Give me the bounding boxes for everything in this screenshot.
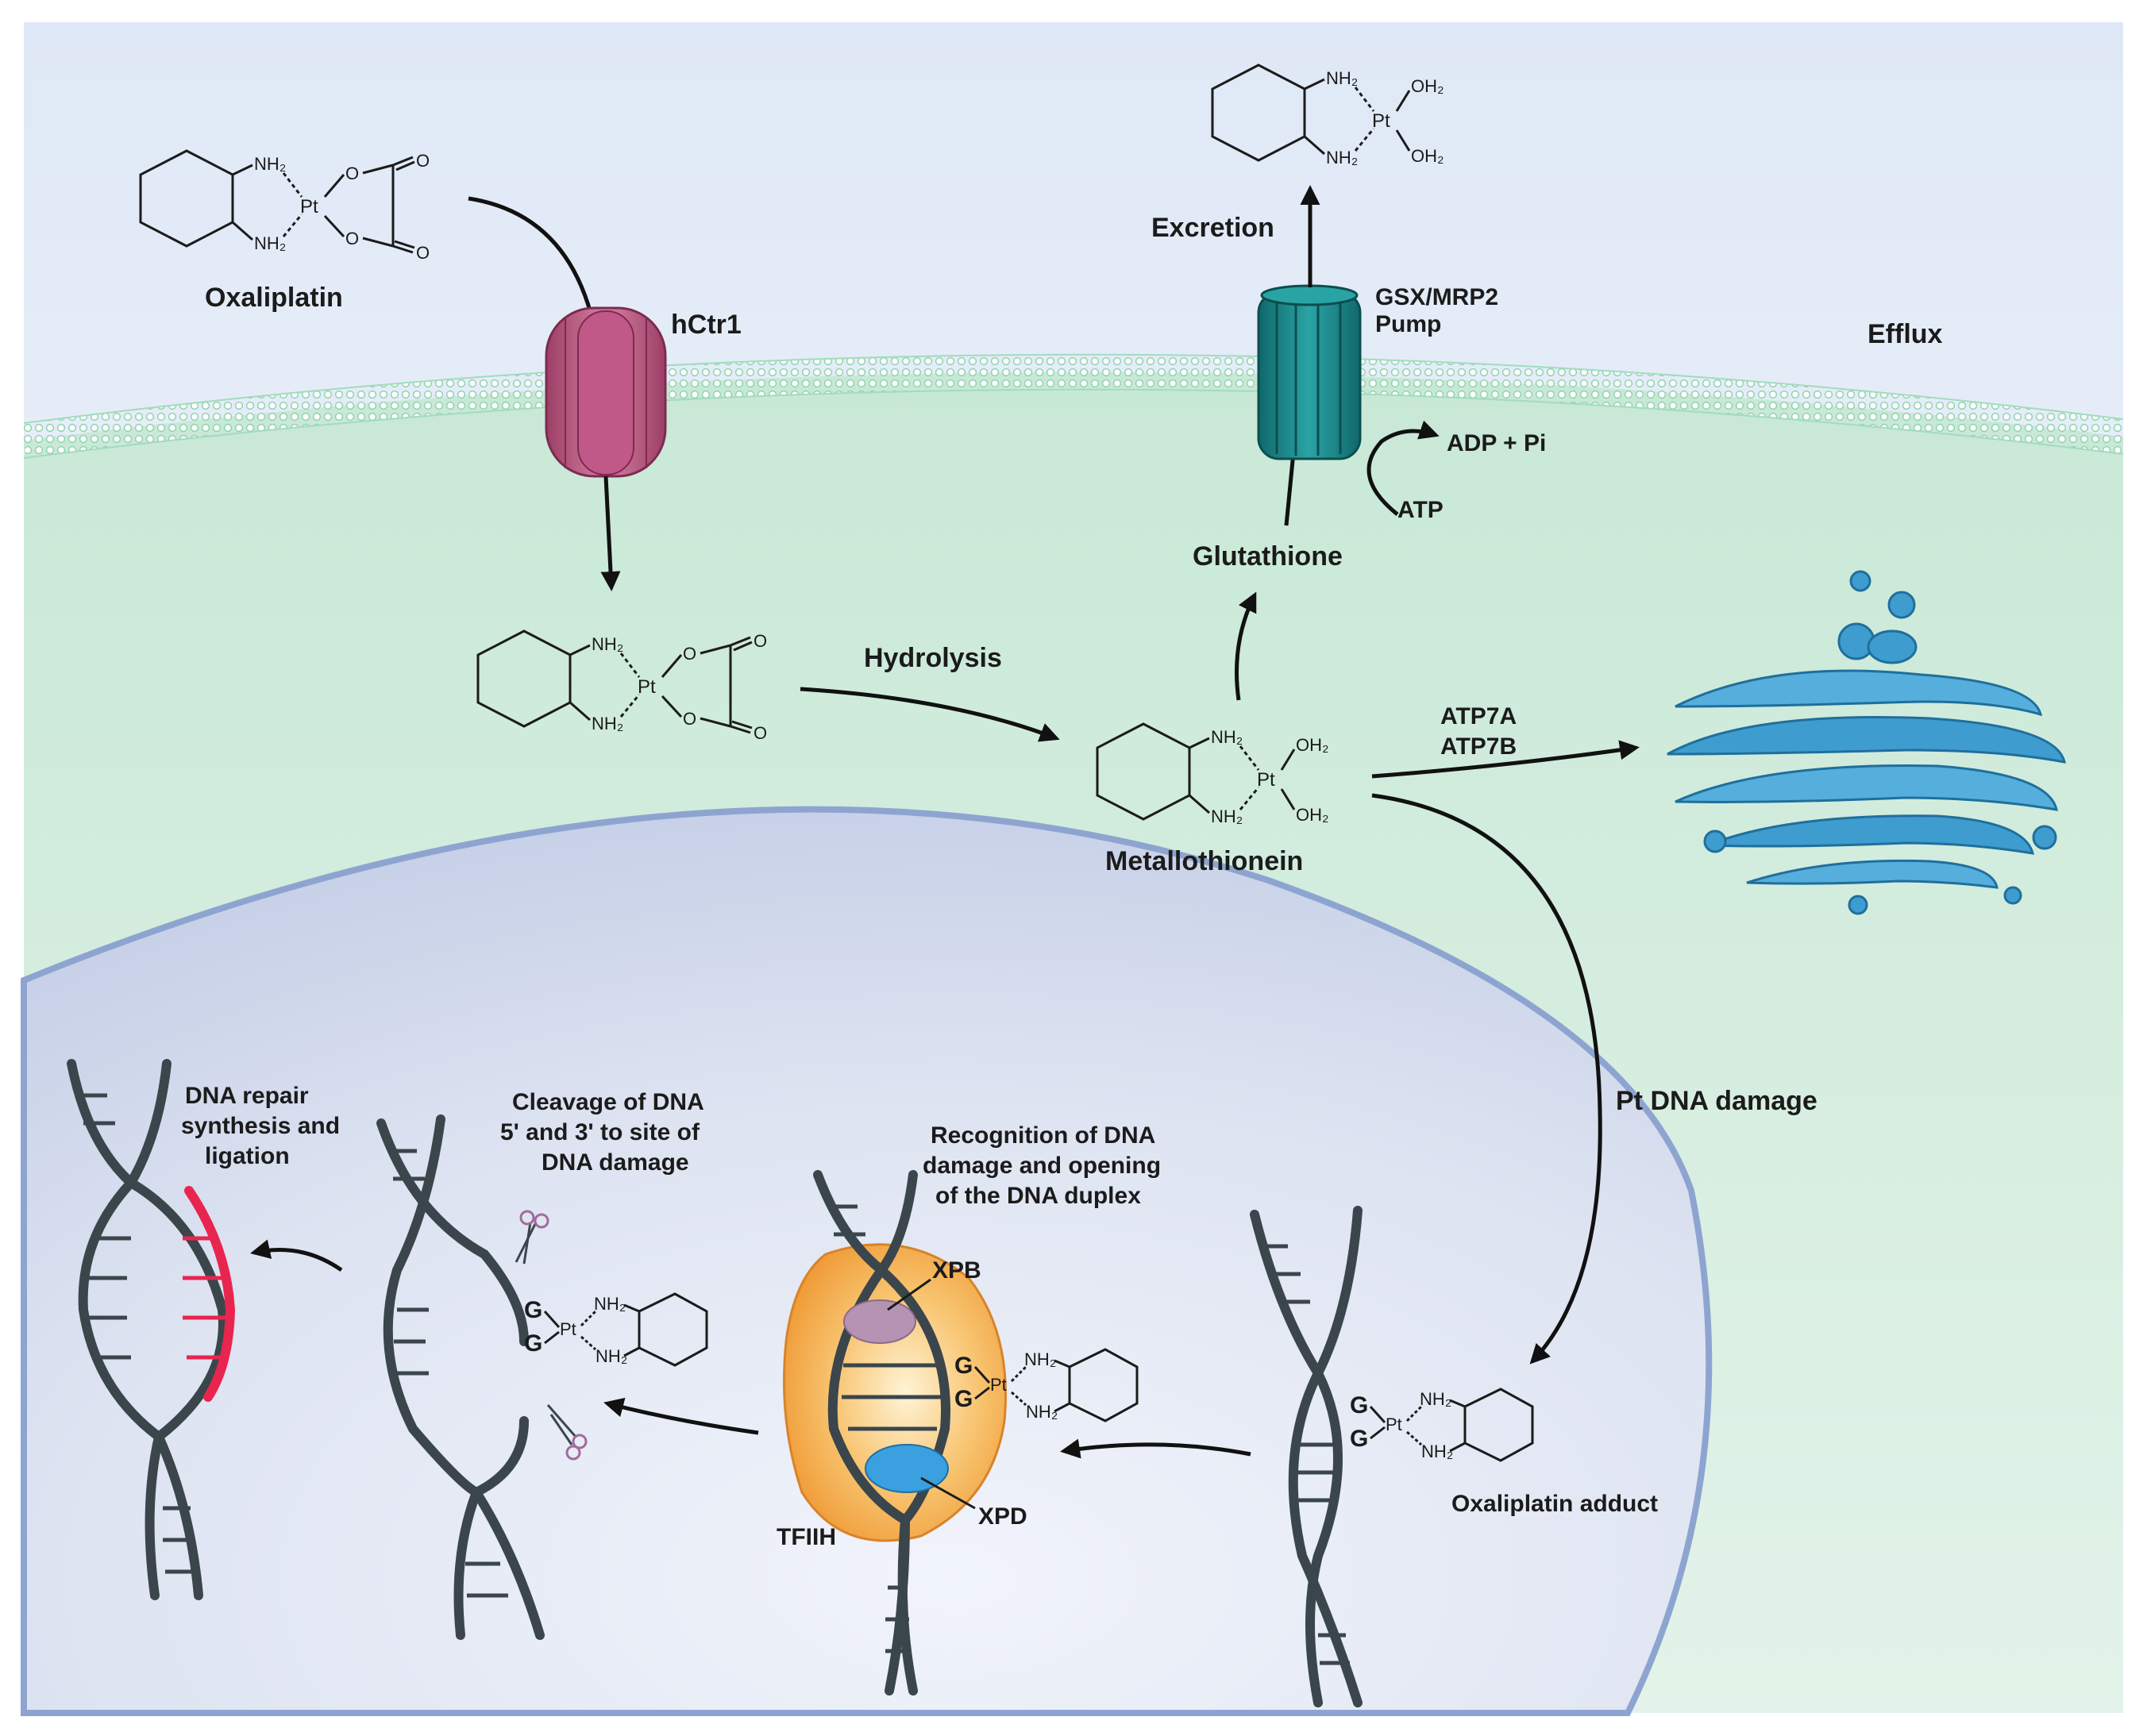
arrow-to-glutathione <box>1235 591 1257 701</box>
adduct-dna-helix <box>1250 1206 1363 1707</box>
arrow-to-cleavage <box>603 1397 759 1435</box>
svg-text:OH₂: OH₂ <box>1411 76 1444 96</box>
svg-text:Pt: Pt <box>1257 769 1275 791</box>
svg-text:Pt: Pt <box>990 1375 1007 1395</box>
repaired-dna-helix <box>67 1059 228 1600</box>
svg-text:NH₂: NH₂ <box>1024 1349 1056 1369</box>
label-cleavage-line1: Cleavage of DNA <box>512 1089 704 1115</box>
cell-membrane <box>21 354 2126 458</box>
label-repair-line2: synthesis and <box>181 1113 340 1139</box>
scissors-icon <box>546 1404 588 1461</box>
svg-text:Pt: Pt <box>1372 110 1390 132</box>
label-efflux: Efflux <box>1868 319 1943 349</box>
svg-text:O: O <box>345 164 359 183</box>
label-xpd: XPD <box>978 1503 1027 1530</box>
excreted-platinum-molecule: NH₂ NH₂ Pt OH₂ OH₂ <box>1211 64 1444 167</box>
label-atp7a: ATP7A <box>1440 703 1517 729</box>
svg-text:NH₂: NH₂ <box>596 1346 627 1366</box>
label-cleavage-line2: 5' and 3' to site of <box>500 1119 700 1145</box>
label-cleavage-line3: DNA damage <box>542 1149 689 1176</box>
label-excretion: Excretion <box>1151 213 1274 243</box>
arrow-to-hctr1 <box>468 196 598 334</box>
scissors-icon <box>515 1210 549 1264</box>
label-metallothionein: Metallothionein <box>1105 846 1303 876</box>
svg-text:NH₂: NH₂ <box>254 233 286 253</box>
arrow-pt-dna-damage <box>1371 793 1602 1365</box>
arrow-to-recognition <box>1060 1438 1251 1459</box>
tfiih-complex <box>783 1243 1008 1542</box>
svg-text:NH₂: NH₂ <box>1211 806 1243 826</box>
svg-text:NH₂: NH₂ <box>1326 148 1358 167</box>
label-hctr1: hCtr1 <box>671 310 742 340</box>
gsx-mrp2-pump <box>1257 284 1362 460</box>
svg-text:G: G <box>954 1353 973 1379</box>
aquated-platinum-molecule: NH₂ NH₂ Pt OH₂ OH₂ <box>1096 722 1329 826</box>
label-adp-pi: ADP + Pi <box>1447 430 1546 456</box>
adduct-platinum-complex: G G Pt NH₂ NH₂ <box>1350 1388 1534 1462</box>
recognition-dna-helix <box>813 1170 950 1696</box>
svg-text:OH₂: OH₂ <box>1411 146 1444 166</box>
svg-text:NH₂: NH₂ <box>254 154 286 174</box>
arrow-hctr1-down <box>600 475 621 591</box>
cleavage-platinum-complex: G G Pt NH₂ NH₂ <box>524 1292 708 1367</box>
svg-text:O: O <box>683 709 696 729</box>
svg-text:G: G <box>524 1330 542 1357</box>
svg-text:O: O <box>345 229 359 248</box>
label-atp: ATP <box>1397 497 1444 523</box>
svg-text:G: G <box>1350 1426 1368 1452</box>
svg-text:Pt: Pt <box>638 676 656 698</box>
cleavage-dna-helix <box>376 1114 545 1640</box>
svg-text:NH₂: NH₂ <box>594 1294 626 1314</box>
svg-text:G: G <box>524 1297 542 1323</box>
label-glutathione: Glutathione <box>1193 541 1343 572</box>
svg-text:NH₂: NH₂ <box>1211 727 1243 747</box>
svg-text:Pt: Pt <box>300 196 318 217</box>
label-recognition-line1: Recognition of DNA <box>931 1122 1155 1149</box>
label-pt-dna-damage: Pt DNA damage <box>1616 1086 1817 1116</box>
arrow-to-golgi <box>1371 740 1640 779</box>
svg-text:NH₂: NH₂ <box>1026 1402 1058 1422</box>
label-tfiih: TFIIH <box>777 1524 836 1550</box>
intracellular-oxaliplatin-molecule: NH₂ NH₂ Pt O O O O <box>476 629 767 743</box>
label-atp7b: ATP7B <box>1440 733 1517 760</box>
svg-text:NH₂: NH₂ <box>1421 1442 1453 1461</box>
label-xpb: XPB <box>932 1257 981 1284</box>
label-pump-line1: GSX/MRP2 <box>1375 284 1498 310</box>
hctr1-transporter <box>545 306 667 478</box>
xpb-protein <box>843 1299 916 1344</box>
arrow-atp-to-adp <box>1366 420 1440 516</box>
svg-text:O: O <box>754 631 767 651</box>
label-repair-line3: ligation <box>205 1143 290 1169</box>
xpb-pointer <box>887 1278 931 1311</box>
svg-text:O: O <box>754 723 767 743</box>
label-recognition-line2: damage and opening <box>923 1153 1161 1179</box>
svg-text:NH₂: NH₂ <box>592 714 623 733</box>
recognition-platinum-complex: G G Pt NH₂ NH₂ <box>954 1348 1139 1422</box>
label-pump-line2: Pump <box>1375 311 1441 337</box>
svg-text:O: O <box>683 644 696 664</box>
label-hydrolysis: Hydrolysis <box>864 643 1002 673</box>
svg-text:OH₂: OH₂ <box>1296 805 1329 825</box>
svg-text:O: O <box>416 243 430 263</box>
svg-text:Pt: Pt <box>1386 1415 1402 1434</box>
label-oxaliplatin-adduct: Oxaliplatin adduct <box>1451 1491 1658 1517</box>
svg-text:NH₂: NH₂ <box>592 634 623 654</box>
svg-text:G: G <box>954 1386 973 1412</box>
arrow-to-repair <box>250 1239 343 1272</box>
xpd-pointer <box>920 1476 976 1510</box>
svg-text:NH₂: NH₂ <box>1326 68 1358 88</box>
label-oxaliplatin: Oxaliplatin <box>205 283 343 313</box>
repaired-dna-segment <box>183 1186 236 1402</box>
label-repair-line1: DNA repair <box>185 1083 309 1109</box>
svg-text:O: O <box>416 151 430 171</box>
label-recognition-line3: of the DNA duplex <box>935 1183 1141 1209</box>
svg-text:Pt: Pt <box>560 1319 576 1339</box>
oxaliplatin-molecule: NH₂ NH₂ Pt O O O O <box>139 149 430 263</box>
arrow-hydrolysis <box>800 687 1060 742</box>
svg-text:NH₂: NH₂ <box>1420 1389 1451 1409</box>
svg-text:OH₂: OH₂ <box>1296 735 1329 755</box>
svg-text:G: G <box>1350 1392 1368 1418</box>
golgi-apparatus <box>1667 570 2066 915</box>
